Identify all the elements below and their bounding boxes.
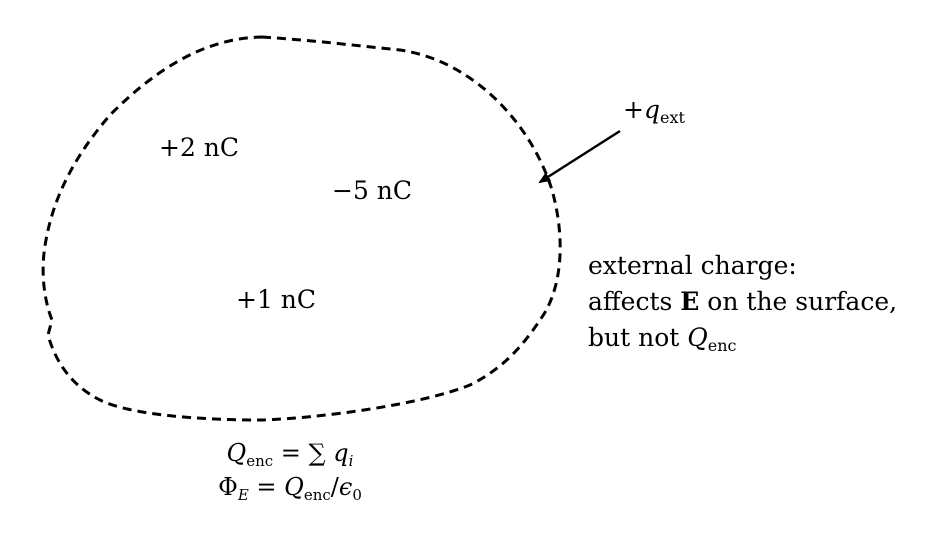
charge-minus-5nC: −5 nC (332, 176, 413, 205)
eq1-term: q (333, 439, 349, 467)
eq2-eps-sub: 0 (352, 486, 362, 504)
gaussian-surface (41, 35, 562, 422)
eq1-lhs: Q (226, 439, 247, 467)
enclosed-charge-equation: Qenc = ∑ qi (190, 438, 390, 470)
external-charge-arrow (538, 129, 621, 184)
eq1-sub: enc (246, 452, 274, 470)
eq1-term-sub: i (348, 452, 354, 470)
external-charge-label: +qext (623, 95, 685, 126)
eq2-sub: E (237, 486, 249, 504)
eq2-q: Q (284, 473, 304, 501)
flux-equation: ΦE = Qenc/ϵ0 (180, 472, 400, 504)
field-symbol: E (680, 287, 700, 316)
enclosed-charge-subscript: enc (707, 336, 737, 355)
eq2-lhs: Φ (218, 473, 238, 501)
note-line-1: external charge: (588, 251, 797, 280)
external-charge-sign: + (623, 95, 644, 124)
note-line-3-pre: but not (588, 323, 688, 352)
eq2-div: / (330, 473, 339, 501)
note-line-3: but not Qenc (588, 320, 897, 356)
note-line-2-post: on the surface, (699, 287, 898, 316)
note-line-2-pre: affects (588, 287, 681, 316)
external-charge-subscript: ext (659, 108, 685, 127)
note-line-2: affects E on the surface, (588, 284, 897, 320)
eq2-eps: ϵ (338, 473, 353, 501)
eq2-qsub: enc (303, 486, 331, 504)
eq2-mid: = (248, 473, 285, 501)
charge-plus-2nC: +2 nC (159, 133, 240, 162)
enclosed-charge-symbol: Q (687, 323, 708, 352)
external-charge-note: external charge: affects E on the surfac… (588, 248, 897, 356)
external-charge-symbol: q (643, 95, 660, 124)
charge-plus-1nC: +1 nC (236, 285, 317, 314)
eq1-rhs: = ∑ (273, 439, 334, 467)
